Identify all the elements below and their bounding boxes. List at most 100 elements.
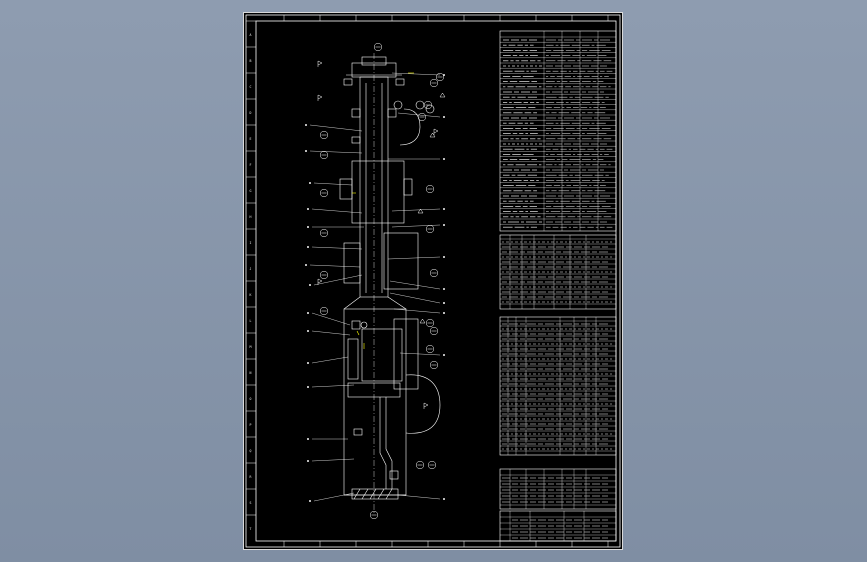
leader-dot bbox=[308, 500, 311, 503]
callout-circle bbox=[319, 130, 329, 140]
callout-circle bbox=[423, 100, 433, 110]
leader-line bbox=[391, 208, 441, 212]
zone-letter: R bbox=[250, 475, 252, 479]
zone-letter: P bbox=[250, 423, 252, 427]
vessel-drawing bbox=[339, 53, 441, 513]
leader-dot bbox=[308, 181, 311, 184]
zone-letter: I bbox=[250, 241, 252, 245]
leader-line bbox=[311, 208, 363, 214]
outer-frame bbox=[245, 14, 621, 548]
leader-line bbox=[311, 356, 349, 364]
zone-letter: H bbox=[250, 215, 252, 219]
leader-dot bbox=[442, 288, 445, 291]
leader-dot bbox=[442, 498, 445, 501]
zone-letter: K bbox=[250, 293, 252, 297]
callout-circle bbox=[429, 326, 439, 336]
leader-line bbox=[311, 458, 355, 462]
leader-line bbox=[313, 492, 355, 502]
leader-dot bbox=[442, 207, 445, 210]
callout-circle bbox=[319, 306, 329, 316]
leader-line bbox=[311, 384, 355, 388]
title-block bbox=[499, 510, 617, 542]
leader-line bbox=[399, 352, 441, 356]
section-flag bbox=[433, 128, 439, 135]
leader-dot bbox=[305, 149, 308, 152]
leader-line bbox=[391, 72, 441, 76]
leader-line bbox=[397, 112, 441, 118]
revision-table bbox=[499, 468, 617, 510]
triangle-marker bbox=[417, 208, 424, 214]
zone-letter: L bbox=[250, 319, 252, 323]
spec-table-lines bbox=[500, 31, 616, 231]
leader-dot bbox=[307, 362, 310, 365]
leader-line bbox=[389, 280, 441, 290]
spec-table bbox=[499, 30, 617, 232]
zone-letter: O bbox=[250, 397, 252, 401]
callout-circle bbox=[369, 510, 379, 520]
section-flag bbox=[317, 278, 323, 285]
zone-letter: G bbox=[250, 189, 252, 193]
leader-dot bbox=[307, 386, 310, 389]
nozzle-table bbox=[499, 234, 617, 310]
callout-circle bbox=[425, 184, 435, 194]
callout-circle bbox=[427, 460, 437, 470]
leader-dot bbox=[442, 115, 445, 118]
section-flag bbox=[317, 60, 323, 67]
revision-table-lines bbox=[500, 469, 616, 509]
section-markers bbox=[317, 60, 446, 409]
zone-letter: N bbox=[250, 371, 252, 375]
zone-letter: T bbox=[250, 527, 252, 531]
zone-letter: C bbox=[250, 85, 252, 89]
triangle-marker bbox=[419, 318, 426, 324]
leader-lines bbox=[305, 72, 445, 503]
leader-dot bbox=[307, 438, 310, 441]
leader-line bbox=[389, 292, 441, 304]
leader-dot bbox=[442, 354, 445, 357]
zone-letter: J bbox=[250, 267, 252, 271]
zone-letter: Q bbox=[250, 449, 252, 453]
callout-circle bbox=[425, 224, 435, 234]
callout-circle bbox=[319, 150, 329, 160]
zone-letter: A bbox=[250, 33, 252, 37]
section-flag bbox=[423, 402, 429, 409]
callout-circle bbox=[319, 228, 329, 238]
callout-circle bbox=[319, 188, 329, 198]
zone-ticks bbox=[246, 15, 609, 547]
callout-circle bbox=[425, 344, 435, 354]
title-block-area bbox=[499, 30, 617, 542]
leader-line bbox=[311, 330, 351, 336]
leader-line bbox=[311, 246, 363, 250]
leader-line bbox=[313, 182, 353, 186]
accent-details bbox=[352, 72, 414, 349]
zone-letter: S bbox=[250, 501, 252, 505]
leader-line bbox=[309, 264, 361, 268]
callout-circle bbox=[373, 42, 383, 52]
callout-circle bbox=[429, 360, 439, 370]
table-fill-marks bbox=[502, 39, 613, 539]
leader-dot bbox=[307, 207, 310, 210]
callout-circle bbox=[429, 268, 439, 278]
zone-letter: M bbox=[250, 345, 252, 349]
callout-balloons bbox=[319, 42, 445, 520]
triangle-marker bbox=[429, 132, 436, 138]
parts-list-lines bbox=[500, 317, 616, 455]
leader-line bbox=[393, 308, 441, 314]
callout-circle bbox=[429, 78, 439, 88]
callout-circle bbox=[425, 318, 435, 328]
leader-dot bbox=[305, 123, 308, 126]
leader-line bbox=[309, 150, 363, 154]
leader-dot bbox=[307, 245, 310, 248]
leader-line bbox=[391, 224, 441, 228]
leader-dot bbox=[442, 255, 445, 258]
leader-dot bbox=[307, 225, 310, 228]
leader-dot bbox=[307, 330, 310, 333]
callout-circle bbox=[319, 270, 329, 280]
zone-letter: B bbox=[250, 59, 252, 63]
leader-dot bbox=[307, 460, 310, 463]
section-flag bbox=[317, 94, 323, 101]
triangle-marker bbox=[439, 92, 446, 98]
leader-line bbox=[313, 274, 363, 286]
leader-dot bbox=[307, 312, 310, 315]
